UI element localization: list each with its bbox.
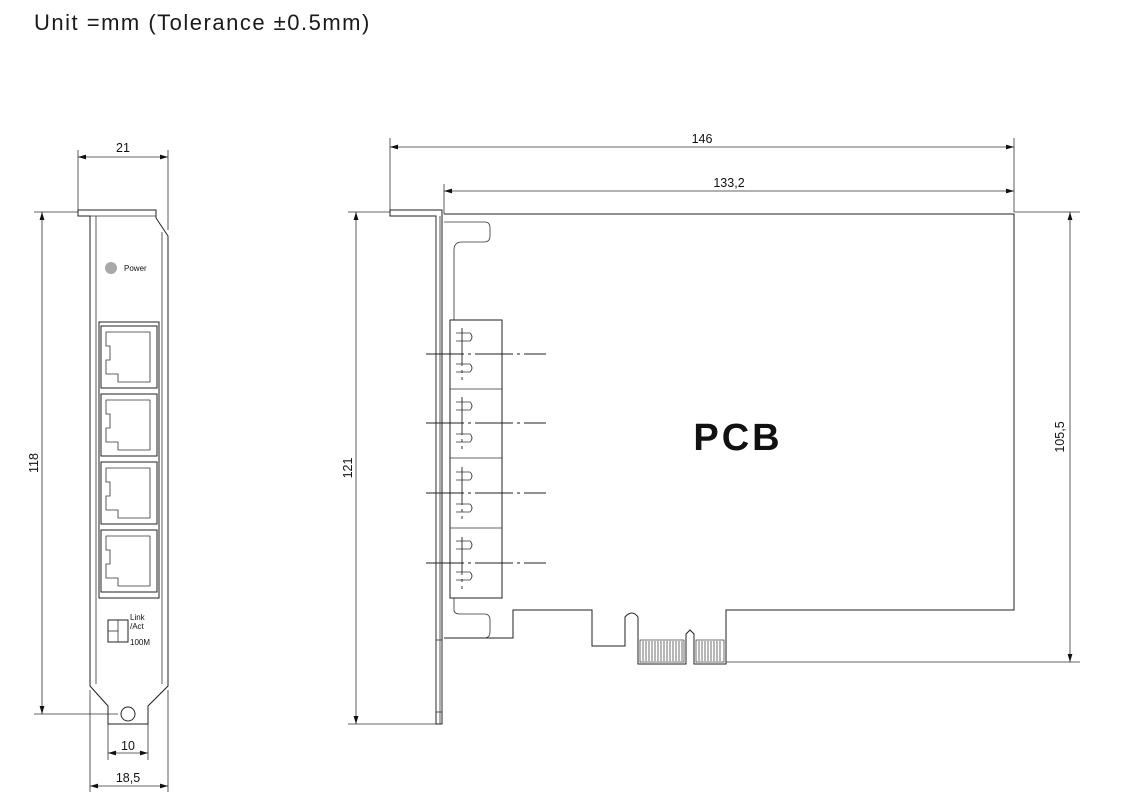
dim-label-121: 121 [341, 458, 355, 479]
dim-label-133-2: 133,2 [713, 176, 744, 190]
dim-label-105-5: 105,5 [1053, 421, 1067, 452]
bracket-front-view: 21 Power [27, 141, 169, 792]
power-led-icon [105, 262, 117, 274]
led-pipe-icon [456, 332, 473, 342]
dim-bracket-height: 118 [27, 211, 118, 715]
dim-label-146: 146 [692, 132, 713, 146]
led-pipe-icon [456, 503, 473, 513]
speed-label: 100M [130, 638, 150, 647]
rj45-port-icon [100, 529, 158, 593]
gold-fingers [639, 639, 725, 663]
dim-pcb-height: 105,5 [726, 211, 1080, 663]
screw-hole-icon [120, 706, 136, 722]
led-pipe-icon [456, 401, 473, 411]
dim-bottom-width: 18,5 [89, 690, 169, 792]
dim-label-18-5: 18,5 [116, 771, 140, 785]
led-pipe-icon [456, 433, 473, 443]
pcb-label: PCB [693, 417, 782, 459]
led-pipe-icon [456, 540, 473, 550]
pcb-outline [444, 213, 1015, 665]
unit-note: Unit =mm (Tolerance ±0.5mm) [34, 10, 371, 35]
link-label: Link [130, 613, 146, 622]
connector-block [449, 319, 503, 599]
rj45-port-icon [100, 325, 158, 389]
led-pipes [456, 332, 473, 581]
dim-label-118: 118 [27, 453, 41, 473]
rj45-port-icon [100, 461, 158, 525]
led-pipe-icon [456, 571, 473, 581]
board-side-view: 146 133,2 121 [341, 132, 1080, 725]
bracket-outline [77, 209, 169, 725]
rj45-ports [98, 321, 160, 599]
led-pipe-icon [456, 363, 473, 373]
dim-label-10: 10 [121, 739, 135, 753]
dim-screw-width: 10 [107, 724, 149, 760]
dim-pcb-length: 133,2 [443, 176, 1014, 214]
port-centerlines [426, 328, 546, 589]
dim-bracket-width: 21 [77, 141, 169, 230]
power-label: Power [124, 264, 147, 273]
dim-label-21: 21 [116, 141, 130, 155]
led-pipe-icon [456, 471, 473, 481]
dim-overall-length: 146 [389, 132, 1015, 212]
bracket-side-outline [389, 209, 443, 725]
dim-bracket-height-side: 121 [341, 211, 436, 725]
act-label: /Act [130, 622, 145, 631]
rj45-port-icon [100, 393, 158, 457]
link-act-led-icon [107, 619, 129, 643]
